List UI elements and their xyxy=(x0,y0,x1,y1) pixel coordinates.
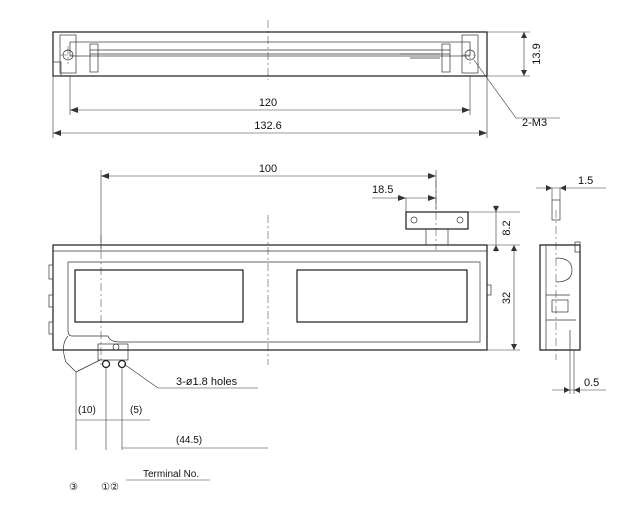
side-view: 1.5 0.5 xyxy=(536,175,606,394)
terminal-1-2-label: ①② xyxy=(101,482,119,493)
dim-top-height: 13.9 xyxy=(531,43,543,64)
dim-bracket-offset: 18.5 xyxy=(372,184,393,196)
dim-bracket-height: 8.2 xyxy=(501,220,513,235)
left-screw-hole xyxy=(59,34,77,74)
terminal-block xyxy=(63,335,129,373)
dim-body-height: 32 xyxy=(501,292,513,304)
terminal-3-label: ③ xyxy=(69,482,78,493)
dim-hole-pitch: 120 xyxy=(259,97,277,109)
dim-overall-length: 132.6 xyxy=(254,120,282,132)
dim-front-length: 100 xyxy=(259,163,277,175)
dim-terminal-5: (5) xyxy=(130,405,142,416)
terminal-no-label: Terminal No. xyxy=(143,469,199,480)
holes-callout: 3-ø1.8 holes xyxy=(176,376,238,388)
front-view: 100 18.5 8.2 32 3-ø1.8 holes (10) (5) xyxy=(48,163,520,493)
dim-terminal-10: (10) xyxy=(78,405,96,416)
mounting-bracket xyxy=(405,211,469,245)
dim-side-gap: 0.5 xyxy=(584,377,599,389)
screw-callout: 2-M3 xyxy=(522,117,547,129)
dim-terminal-offset: (44.5) xyxy=(176,435,202,446)
dim-side-tab: 1.5 xyxy=(578,175,593,187)
right-screw-hole xyxy=(461,34,479,74)
top-view: 13.9 120 132.6 2-M3 xyxy=(52,20,560,138)
